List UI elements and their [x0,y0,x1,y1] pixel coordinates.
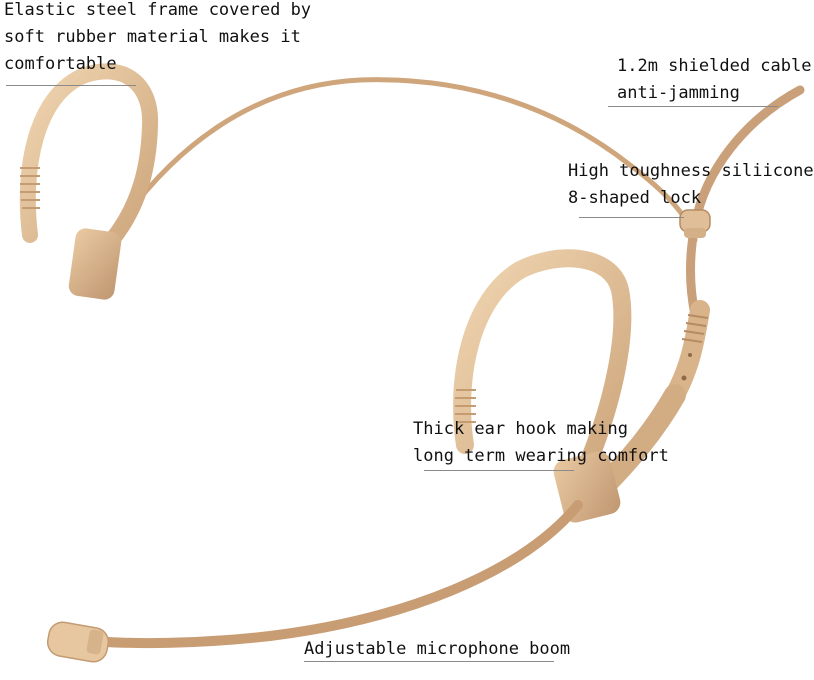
left-ear-hook [19,63,159,248]
frame-callout: Elastic steel frame covered by soft rubb… [4,0,311,78]
right-ear-pod [553,451,621,523]
left-ear-pod [68,228,122,300]
earhook-leader-line [424,470,574,471]
boom-leader-line [304,661,554,662]
left-ear-hook-ridges [20,167,40,209]
boom-callout: Adjustable microphone boom [304,636,570,663]
boom-callout-line-1: Adjustable microphone boom [304,639,571,659]
right-ear-hook [453,249,632,479]
microphone-boom [75,500,583,649]
steel-frame-wire [97,77,698,258]
silicone-8-lock [679,209,711,238]
right-ear-hook-ridges [455,389,476,423]
frame-callout-line-1: Elastic steel frame covered by [4,0,312,20]
lock-leader-line [579,217,684,218]
lock-callout-line-1: High toughness siliicone [568,161,814,181]
microphone-capsule [46,621,110,663]
earhook-callout-line-1: Thick ear hook making [413,419,628,439]
frame-leader-line [6,85,136,86]
frame-callout-line-3: comfortable [4,54,117,74]
frame-callout-line-2: soft rubber material makes it [4,27,301,47]
lock-callout-line-2: 8-shaped lock [568,188,702,208]
lock-callout: High toughness siliicone 8-shaped lock [568,158,814,212]
earhook-callout-line-2: long term wearing comfort [413,446,669,466]
cable-leader-line [608,106,778,107]
cable-callout-line-2: anti-jamming [617,83,740,103]
cable-callout-line-1: 1.2m shielded cable [617,56,812,76]
earhook-callout: Thick ear hook making long term wearing … [413,416,669,470]
cable-callout: 1.2m shielded cable anti-jamming [617,53,811,107]
